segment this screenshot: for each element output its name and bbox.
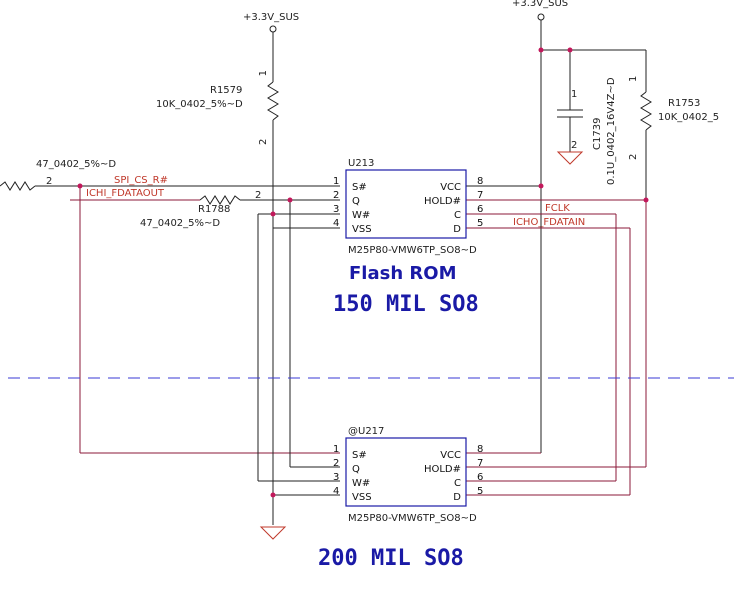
rleft-pin2: 2: [46, 176, 52, 187]
r1753-ref: R1753: [668, 98, 700, 109]
net-spi-cs: SPI_CS_R#: [114, 175, 168, 186]
u213-pin-num-6: 6: [477, 204, 483, 215]
u217-pin-num-6: 6: [477, 472, 483, 483]
u213-ref: U213: [348, 158, 374, 169]
junction-dot: [567, 47, 573, 53]
power-right-circle: [537, 13, 545, 21]
u217-pin-name-6: C: [454, 478, 461, 489]
resistor-left: 47_0402_5%~D 2: [0, 159, 340, 191]
u217-body: [345, 437, 467, 507]
u217-pin-num-4: 4: [333, 486, 339, 497]
u213-pin-name-6: C: [454, 210, 461, 221]
resistor-r1579: 1 2 R1579 10K_0402_5%~D: [156, 32, 279, 150]
junction-dot: [270, 211, 276, 217]
c1739-pin1: 1: [571, 89, 577, 100]
r1753-value: 10K_0402_5: [658, 112, 719, 123]
u217-pin-num-7: 7: [477, 458, 483, 469]
u213-part: M25P80-VMW6TP_SO8~D: [348, 245, 477, 256]
junction-dot: [287, 197, 293, 203]
net-fclk: FCLK: [545, 203, 570, 214]
chip-u213: U213 M25P80-VMW6TP_SO8~D S# Q W# VSS 1 2…: [333, 158, 483, 256]
ground-c1739: [556, 151, 584, 165]
vcc-rail-right: [540, 20, 646, 51]
u213-pin-num-2: 2: [333, 190, 339, 201]
net-fdataout: ICHI_FDATAOUT: [86, 188, 165, 199]
u213-pin-name-4: VSS: [352, 224, 372, 235]
r1579-value: 10K_0402_5%~D: [156, 99, 243, 110]
resistor-r1753: 1 2 R1753 10K_0402_5: [628, 50, 719, 200]
junction-dot: [643, 197, 649, 203]
c1739-pin2: 2: [571, 140, 577, 151]
u217-pin-name-5: D: [453, 492, 461, 503]
power-left: +3.3V_SUS: [243, 12, 299, 33]
junction-dot: [538, 183, 544, 189]
power-left-circle: [269, 25, 277, 33]
u217-part: M25P80-VMW6TP_SO8~D: [348, 513, 477, 524]
u213-pin-num-4: 4: [333, 218, 339, 229]
mil150-label: 150 MIL SO8: [333, 292, 479, 317]
mil200-label: 200 MIL SO8: [318, 546, 464, 571]
r1579-pin1: 1: [258, 70, 269, 76]
u213-pin-name-5: D: [453, 224, 461, 235]
u217-pin-name-8: VCC: [440, 450, 461, 461]
u217-pin-num-5: 5: [477, 486, 483, 497]
r1788-value: 47_0402_5%~D: [140, 218, 220, 229]
u217-pin-num-3: 3: [333, 472, 339, 483]
u217-pin-name-2: Q: [352, 464, 360, 475]
junctions: [77, 47, 649, 498]
ground-bottom: [259, 526, 287, 540]
u213-pin-num-7: 7: [477, 190, 483, 201]
c1739-value: 0.1U_0402_16V4Z~D: [606, 77, 617, 185]
r1753-pin2: 2: [628, 154, 639, 160]
u213-pin-name-7: HOLD#: [424, 196, 461, 207]
c1739-ref: C1739: [592, 118, 603, 150]
u213-pin-num-1: 1: [333, 176, 339, 187]
u213-pin-num-8: 8: [477, 176, 483, 187]
junction-dot: [538, 47, 544, 53]
power-right-label: +3.3V_SUS: [512, 0, 568, 9]
capacitor-c1739: 1 2 C1739 0.1U_0402_16V4Z~D: [557, 50, 617, 185]
r1579-pin2: 2: [258, 139, 269, 145]
u217-pin-num-1: 1: [333, 444, 339, 455]
power-right: +3.3V_SUS: [512, 0, 568, 21]
power-left-label: +3.3V_SUS: [243, 12, 299, 23]
u217-pin-name-7: HOLD#: [424, 464, 461, 475]
r1753-pin1: 1: [628, 76, 639, 82]
u217-pin-num-8: 8: [477, 444, 483, 455]
junction-dot: [77, 183, 83, 189]
u213-body: [345, 169, 467, 239]
r1579-ref: R1579: [210, 85, 242, 96]
u217-pin-name-4: VSS: [352, 492, 372, 503]
u217-ref: @U217: [348, 426, 384, 437]
chip-u217: @U217 M25P80-VMW6TP_SO8~D S# Q W# VSS 1 …: [333, 426, 483, 524]
r1788-ref: R1788: [198, 204, 230, 215]
r1788-pin2: 2: [255, 190, 261, 201]
u213-pin-name-2: Q: [352, 196, 360, 207]
flash-rom-label: Flash ROM: [349, 263, 456, 284]
u213-pin-num-5: 5: [477, 218, 483, 229]
u213-pin-name-3: W#: [352, 210, 370, 221]
u213-pin-name-8: VCC: [440, 182, 461, 193]
u217-pin-num-2: 2: [333, 458, 339, 469]
u213-pin-name-1: S#: [352, 182, 367, 193]
net-fdatain: ICHO_FDATAIN: [513, 217, 585, 228]
junction-dot: [270, 492, 276, 498]
u217-pin-name-1: S#: [352, 450, 367, 461]
wiring: [79, 50, 647, 525]
u213-pin-num-3: 3: [333, 204, 339, 215]
u217-pin-name-3: W#: [352, 478, 370, 489]
rleft-value: 47_0402_5%~D: [36, 159, 116, 170]
